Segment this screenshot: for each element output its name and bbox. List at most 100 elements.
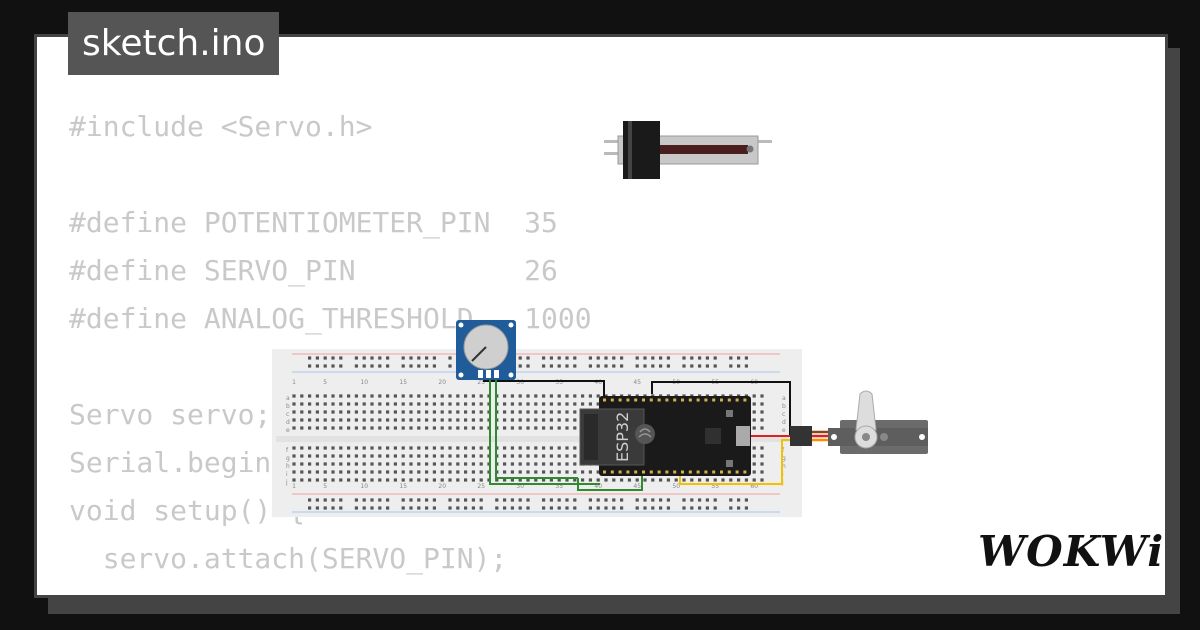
breadboard-hole (549, 364, 553, 368)
servo-motor[interactable] (790, 390, 928, 454)
breadboard-hole (565, 394, 569, 398)
board-button[interactable] (726, 410, 733, 417)
board-pin (634, 470, 638, 474)
breadboard-hole (752, 478, 756, 482)
breadboard-hole (557, 454, 561, 458)
breadboard-hole (565, 402, 569, 406)
breadboard-hole (534, 418, 538, 422)
pot-pointer (471, 346, 487, 362)
breadboard-hole (370, 498, 374, 502)
breadboard-hole (705, 498, 709, 502)
breadboard-hole (378, 506, 382, 510)
column-number: 55 (711, 483, 719, 490)
breadboard-hole (315, 394, 319, 398)
breadboard-hole (479, 394, 483, 398)
breadboard-hole (503, 418, 507, 422)
breadboard-hole (573, 498, 577, 502)
breadboard-hole (339, 426, 343, 430)
breadboard-hole (401, 426, 405, 430)
row-letter: c (286, 411, 289, 418)
breadboard-hole (690, 498, 694, 502)
breadboard-hole (526, 418, 530, 422)
breadboard-hole (659, 356, 663, 360)
breadboard-hole (292, 394, 296, 398)
breadboard-hole (510, 446, 514, 450)
wire-green (495, 378, 578, 479)
breadboard-hole (401, 454, 405, 458)
file-tab[interactable]: sketch.ino (68, 12, 280, 75)
breadboard-hole (651, 498, 655, 502)
breadboard-hole (362, 410, 366, 414)
breadboard-hole (737, 364, 741, 368)
breadboard-hole (627, 478, 631, 482)
breadboard-hole (409, 410, 413, 414)
row-letter: c (782, 411, 785, 418)
board-button[interactable] (726, 460, 733, 467)
breadboard-hole (308, 394, 312, 398)
espressif-logo-mark (638, 428, 652, 438)
breadboard-hole (542, 454, 546, 458)
breadboard-hole (573, 364, 577, 368)
board-pin (712, 470, 716, 474)
slide-pin (604, 152, 624, 155)
breadboard-hole (432, 454, 436, 458)
breadboard-hole (471, 462, 475, 466)
rotary-potentiometer[interactable] (456, 320, 516, 380)
breadboard-hole (542, 418, 546, 422)
row-letter: a (782, 395, 786, 402)
breadboard-hole (315, 454, 319, 458)
breadboard-hole (386, 418, 390, 422)
column-number: 25 (477, 379, 485, 386)
breadboard-hole (588, 394, 592, 398)
breadboard-hole (713, 478, 717, 482)
breadboard-hole (292, 426, 296, 430)
column-number: 30 (516, 379, 524, 386)
breadboard-hole (729, 364, 733, 368)
breadboard-hole (409, 446, 413, 450)
breadboard-hole (464, 394, 468, 398)
breadboard-hole (362, 394, 366, 398)
breadboard-hole (557, 470, 561, 474)
breadboard-hole (503, 426, 507, 430)
breadboard-hole (339, 418, 343, 422)
board-pin (665, 470, 669, 474)
breadboard-hole (362, 498, 366, 502)
board-pin (618, 398, 622, 402)
breadboard-hole (542, 410, 546, 414)
servo-shaft-screw (862, 433, 870, 441)
servo-mount-tab (828, 428, 928, 446)
row-letter: f (286, 447, 289, 454)
breadboard-hole (393, 446, 397, 450)
breadboard-hole (448, 506, 452, 510)
wokwi-logo: WOKWi (978, 527, 1165, 576)
row-letter: i (286, 471, 288, 478)
breadboard-hole (347, 426, 351, 430)
slide-knob-highlight (628, 121, 632, 179)
breadboard-hole (347, 394, 351, 398)
breadboard-hole (308, 498, 312, 502)
breadboard-hole (440, 478, 444, 482)
breadboard-hole (549, 470, 553, 474)
breadboard-hole (464, 446, 468, 450)
board-pin (642, 470, 645, 474)
breadboard-hole (666, 356, 670, 360)
slide-potentiometer[interactable] (604, 121, 772, 179)
column-number: 60 (750, 483, 758, 490)
breadboard-hole (534, 394, 538, 398)
breadboard-hole (573, 418, 577, 422)
breadboard-hole (347, 462, 351, 466)
esp32-board[interactable]: ESP32 (579, 396, 751, 476)
breadboard-hole (534, 478, 538, 482)
breadboard-hole (596, 478, 600, 482)
breadboard-hole (565, 454, 569, 458)
breadboard-hole (300, 418, 304, 422)
breadboard-hole (417, 402, 421, 406)
breadboard-hole (752, 418, 756, 422)
breadboard-hole (588, 356, 592, 360)
row-letter: b (286, 403, 290, 410)
breadboard-hole (378, 410, 382, 414)
board-pin (657, 398, 661, 402)
breadboard-hole (370, 446, 374, 450)
servo-horn[interactable] (855, 390, 877, 431)
breadboard-hole (651, 364, 655, 368)
